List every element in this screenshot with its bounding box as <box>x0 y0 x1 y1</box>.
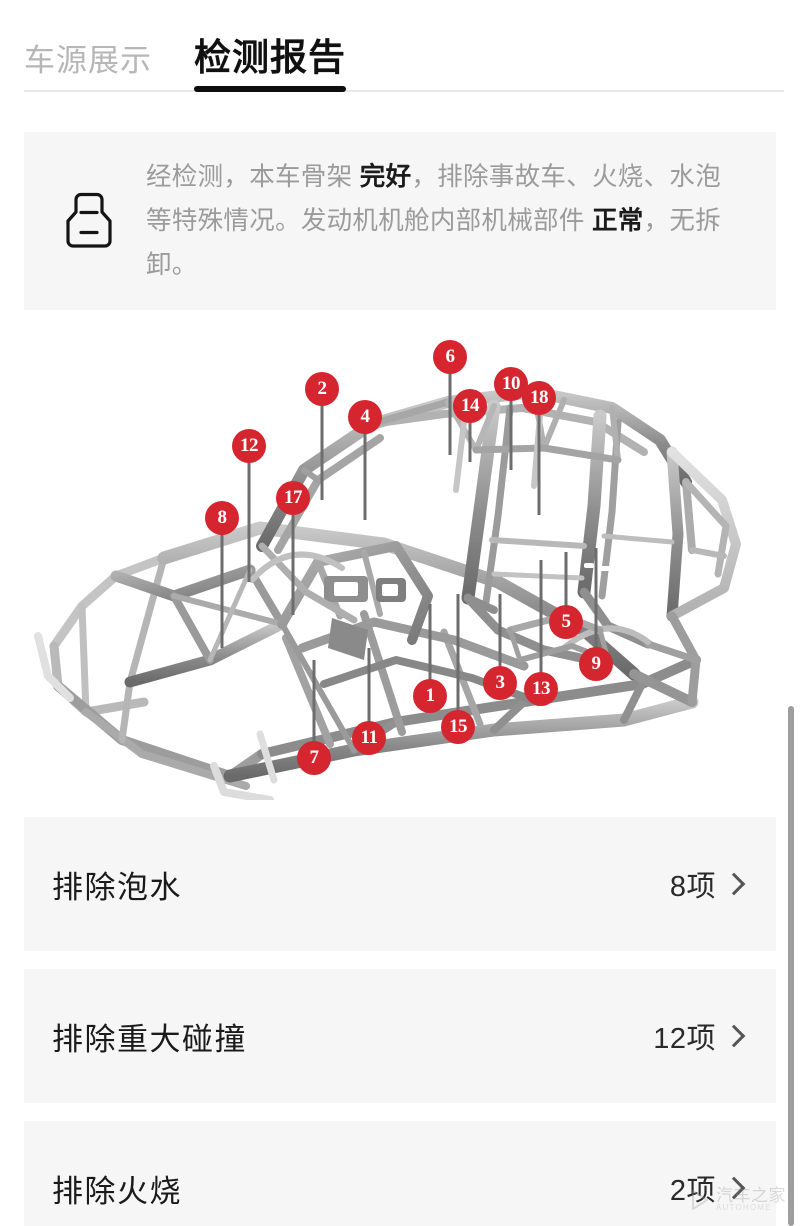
summary-line1-pre: 经检测，本车骨架 <box>146 163 360 191</box>
tab-active-underline <box>194 86 346 92</box>
diagram-marker-2[interactable]: 2 <box>305 372 339 406</box>
summary-status-engine: 正常 <box>592 207 644 235</box>
diagram-marker-10[interactable]: 10 <box>494 367 528 401</box>
section-row-flood[interactable]: 排除泡水 8项 <box>24 817 776 951</box>
car-frame-illustration <box>34 386 741 800</box>
diagram-pin-line <box>498 594 502 683</box>
section-row-fire[interactable]: 排除火烧 2项 <box>24 1121 776 1226</box>
diagram-marker-6[interactable]: 6 <box>433 340 467 374</box>
diagram-pin-line <box>468 406 472 462</box>
inspection-section-list: 排除泡水 8项排除重大碰撞 12项排除火烧 2项 <box>24 817 776 1226</box>
diagram-pin-line <box>220 518 224 648</box>
diagram-pin-line <box>594 548 598 664</box>
diagram-pin-line <box>537 398 541 515</box>
diagram-pin-line <box>247 446 251 582</box>
section-item-count: 12项 <box>653 1023 716 1055</box>
diagram-marker-1[interactable]: 1 <box>413 679 447 713</box>
section-item-count: 2项 <box>669 1175 716 1207</box>
diagram-marker-8[interactable]: 8 <box>205 501 239 535</box>
diagram-pin-line <box>428 604 432 696</box>
diagram-marker-4[interactable]: 4 <box>348 400 382 434</box>
diagram-pin-line <box>320 389 324 500</box>
diagram-pin-line <box>509 384 513 470</box>
diagram-marker-3[interactable]: 3 <box>483 666 517 700</box>
diagram-marker-15[interactable]: 15 <box>441 710 475 744</box>
chevron-right-icon <box>722 1024 746 1048</box>
section-title: 排除火烧 <box>52 1173 182 1209</box>
summary-status-frame: 完好 <box>359 163 412 191</box>
summary-line2-pre: 特殊情况。发动机机舱内部机械部件 <box>171 207 592 235</box>
diagram-marker-18[interactable]: 18 <box>522 381 556 415</box>
diagram-marker-11[interactable]: 11 <box>352 721 386 755</box>
section-item-count: 8项 <box>669 871 716 903</box>
diagram-pin-line <box>363 417 367 520</box>
section-title: 排除重大碰撞 <box>52 1021 247 1057</box>
diagram-pin-line <box>312 660 316 758</box>
diagram-marker-17[interactable]: 17 <box>276 481 310 515</box>
inspection-summary-card: 经检测，本车骨架 完好，排除事故车、火烧、水泡等特殊情况。发动机机舱内部机械部件… <box>24 132 776 310</box>
tab-vehicle-listing-label: 车源展示 <box>24 43 152 78</box>
section-meta: 12项 <box>653 1015 746 1057</box>
car-body-icon <box>58 185 120 257</box>
diagram-marker-14[interactable]: 14 <box>453 389 487 423</box>
diagram-pin-line <box>564 552 568 622</box>
diagram-pin-line <box>456 594 460 727</box>
tab-inspection-report[interactable]: 检测报告 <box>194 0 346 92</box>
page-scrollbar[interactable] <box>788 706 794 1226</box>
diagram-marker-12[interactable]: 12 <box>232 429 266 463</box>
inspection-summary-text: 经检测，本车骨架 完好，排除事故车、火烧、水泡等特殊情况。发动机机舱内部机械部件… <box>146 155 744 287</box>
diagram-pin-line <box>539 560 543 689</box>
section-row-major-collision[interactable]: 排除重大碰撞 12项 <box>24 969 776 1103</box>
diagram-pin-line <box>291 498 295 615</box>
page-scrollbar-thumb[interactable] <box>788 706 794 1226</box>
tab-bar: 车源展示 检测报告 <box>0 0 800 92</box>
diagram-pin-line <box>448 357 452 455</box>
chevron-right-icon <box>722 872 746 896</box>
chevron-right-icon <box>722 1176 746 1200</box>
section-meta: 2项 <box>669 1167 746 1209</box>
tab-vehicle-listing[interactable]: 车源展示 <box>24 0 152 92</box>
section-meta: 8项 <box>669 863 746 905</box>
diagram-pin-line <box>367 648 371 738</box>
diagram-marker-13[interactable]: 13 <box>524 672 558 706</box>
tab-inspection-report-label: 检测报告 <box>194 37 346 78</box>
diagram-marker-9[interactable]: 9 <box>579 647 613 681</box>
diagram-marker-7[interactable]: 7 <box>297 741 331 775</box>
diagram-marker-5[interactable]: 5 <box>549 605 583 639</box>
summary-line1-post: ，排除事故车、火烧、水泡等 <box>146 163 722 235</box>
section-title: 排除泡水 <box>52 869 182 905</box>
summary-line2-post: ，无拆卸。 <box>146 207 722 279</box>
